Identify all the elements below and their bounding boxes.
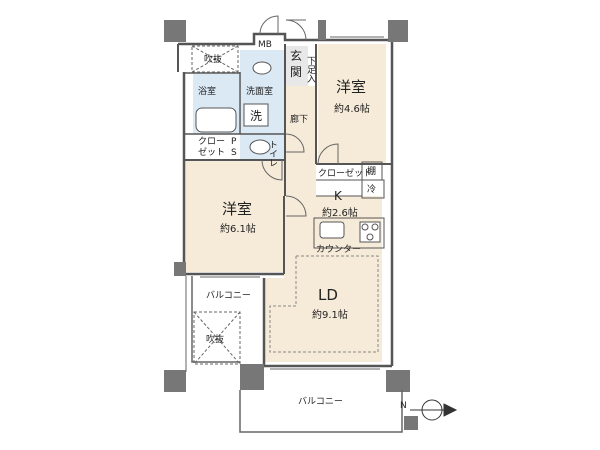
balcony-west-rail: [191, 276, 240, 363]
column-se: [386, 370, 410, 392]
washer-pan: [243, 103, 269, 127]
label-void-top: 吹抜: [204, 53, 222, 65]
void-bottom-x1: [193, 311, 241, 365]
label-balcony-west: バルコニー: [206, 290, 251, 301]
column-ne: [388, 20, 408, 42]
western-room-west-floor: [184, 160, 284, 272]
entrance-floor: [286, 46, 308, 86]
label-counter: カウンター: [316, 244, 361, 255]
label-bathroom: 浴室: [198, 85, 216, 97]
void-top-box: [191, 45, 239, 73]
hallway-floor: [286, 86, 316, 196]
compass-label: N: [400, 401, 407, 411]
kitchen-counter-box: [313, 217, 385, 249]
label-pipe-space-2: S: [231, 148, 237, 158]
column-se-2: [404, 416, 418, 430]
balcony-south-rail: [239, 390, 403, 433]
label-pipe-space-1: P: [231, 137, 237, 147]
void-top-x2: [191, 45, 239, 73]
burner-3: [366, 233, 374, 241]
sink: [319, 221, 345, 239]
void-bottom-box: [193, 311, 241, 365]
label-void-bottom: 吹抜: [206, 333, 224, 345]
label-washroom: 洗面室: [246, 85, 273, 97]
label-western-west-area: 約6.1帖: [220, 222, 256, 235]
door-washroom: [259, 15, 279, 35]
compass-arrow: [443, 403, 458, 417]
balconies: [185, 276, 403, 433]
outer-wall-north: [178, 32, 392, 46]
label-balcony-south: バルコニー: [298, 396, 343, 407]
ld-guide: [269, 255, 379, 353]
bathtub: [195, 107, 237, 133]
label-western-north: 洋室: [336, 78, 366, 96]
burner-1: [361, 223, 369, 231]
door-west-room: [261, 159, 283, 181]
label-meter-box: MB: [258, 40, 272, 50]
door-north-room: [317, 143, 339, 165]
label-shelf: 棚: [367, 165, 376, 177]
label-entrance-1: 玄: [290, 48, 302, 63]
doors: [259, 15, 339, 217]
ld-dashed-guides: [269, 255, 379, 353]
label-toilet: トイレ: [267, 140, 278, 167]
compass: N: [400, 399, 458, 421]
door-entrance: [285, 19, 307, 41]
label-closet-kitchen: クローゼット: [318, 167, 372, 179]
ldk-floor: [264, 196, 382, 362]
label-shoe-box: 下足入: [305, 56, 316, 83]
toilet-bowl: [249, 139, 271, 155]
labels: 吹抜 MB 玄 関 下足入 洋室 約4.6帖 浴室 洗面室 洗 廊下 クロー ゼ…: [198, 40, 376, 407]
fixtures: [195, 61, 385, 249]
column-west-mid: [174, 262, 186, 276]
label-living-dining: LD: [318, 286, 338, 304]
label-western-north-area: 約4.6帖: [334, 102, 370, 115]
label-closet-west-2: ゼット: [198, 146, 225, 158]
label-fridge: 冷: [367, 183, 376, 195]
column-mid: [318, 20, 326, 40]
burner-2: [371, 223, 379, 231]
void-bottom-x2: [193, 311, 241, 365]
shelf-box: [361, 161, 383, 181]
door-ld: [285, 195, 307, 217]
windows: [200, 36, 384, 370]
label-living-dining-area: 約9.1帖: [312, 308, 348, 321]
label-kitchen: K: [334, 189, 343, 203]
label-kitchen-area: 約2.6帖: [322, 206, 358, 219]
label-entrance-2: 関: [290, 65, 302, 79]
western-room-north-floor: [318, 44, 386, 164]
washbasin: [252, 61, 272, 75]
walls: [177, 32, 394, 368]
column-s-mid: [240, 364, 264, 390]
column-nw: [164, 20, 186, 42]
door-toilet: [285, 133, 305, 153]
label-hallway: 廊下: [290, 113, 308, 125]
column-sw: [164, 370, 186, 392]
label-washer: 洗: [250, 109, 262, 123]
label-closet-west-1: クロー: [198, 136, 225, 147]
columns: [164, 20, 418, 430]
voids: [191, 45, 241, 365]
label-western-west: 洋室: [222, 200, 252, 218]
